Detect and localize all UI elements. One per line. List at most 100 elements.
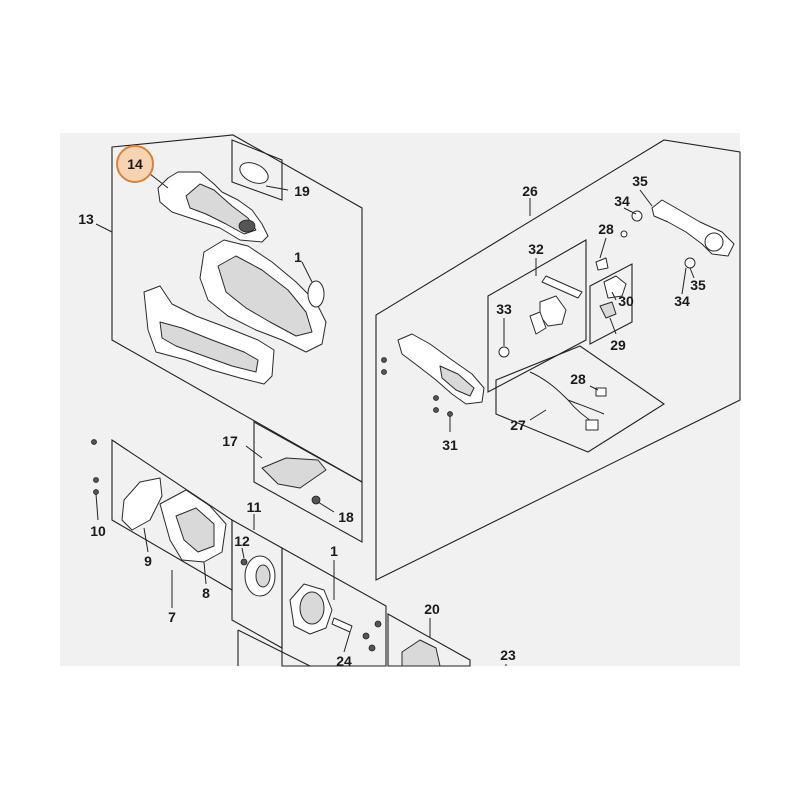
frame-19 [231,139,283,201]
part-1-housing-ribs [217,255,313,337]
frame-bottom-mid [237,629,311,667]
callout-27[interactable]: 27 [510,417,526,433]
part-27-wire-branch [567,399,605,415]
part-34-screw-bottom [684,257,696,269]
part-14-inner [185,183,257,235]
leader-lines [95,173,695,666]
callout-34-bottom[interactable]: 34 [674,293,690,309]
part-31-screw-3 [433,395,439,401]
part-28-clip-bottom [595,387,607,397]
callout-31[interactable]: 31 [442,437,458,453]
callout-1-motor[interactable]: 1 [330,543,338,559]
frame-20 [387,613,471,667]
leader-28b [589,385,599,391]
callout-labels: 14 19 13 1 26 35 34 28 35 34 32 33 30 29… [78,145,706,669]
part-31-screw-4 [433,407,439,413]
part-31-screw-5 [447,411,453,417]
group-13-housing [111,134,363,483]
leader-34a [623,207,637,215]
part-24-screw-2 [368,644,376,652]
part-10-screw-1 [91,439,97,445]
callout-11[interactable]: 11 [247,499,262,515]
part-13-shell-panel [159,321,259,373]
frame-27 [495,345,665,453]
part-31-screw-2 [381,369,387,375]
part-8-duct-inner [175,507,215,553]
leader-27 [529,409,547,421]
part-17-cover [261,457,327,489]
leader-35a [639,189,653,207]
part-30-cap [603,275,627,299]
part-31-grip [439,365,475,397]
part-1-oring [307,280,325,308]
part-1-motor-face [299,591,325,625]
frame-13 [111,134,363,483]
part-31-screw-1 [381,357,387,363]
callout-29[interactable]: 29 [610,337,626,353]
callout-34-top[interactable]: 34 [614,193,630,209]
leader-29 [609,317,617,335]
callout-14[interactable]: 14 [127,156,143,172]
part-20-bracket [401,639,441,667]
callout-13[interactable]: 13 [78,211,94,227]
part-10-screw-3 [93,489,99,495]
frame-26 [375,139,741,581]
part-10-screw-2 [93,477,99,483]
frame-30 [589,263,633,345]
callout-28-bottom[interactable]: 28 [570,371,586,387]
leader-34b [681,267,687,295]
part-14-knob [238,219,256,233]
leader-9 [143,527,149,553]
part-11-fan-hub [255,564,271,588]
callout-9[interactable]: 9 [144,553,152,569]
part-24-screw-1 [362,632,370,640]
part-19-cap [239,162,269,184]
part-33-spring [498,346,510,358]
callout-17[interactable]: 17 [222,433,238,449]
leader-35b [689,267,695,279]
frame-17 [253,421,363,543]
diagram-background [60,133,740,666]
callout-35-top[interactable]: 35 [632,173,648,189]
callout-35-bottom[interactable]: 35 [690,277,706,293]
callout-32[interactable]: 32 [528,241,544,257]
callout-26[interactable]: 26 [522,183,538,199]
part-9-fan-plate [121,477,163,531]
frame-1-motor [281,547,387,667]
part-33-lever [529,311,547,335]
callout-28-top[interactable]: 28 [598,221,614,237]
leader-1a [301,261,313,283]
callout-19[interactable]: 19 [294,183,310,199]
callout-12[interactable]: 12 [234,533,250,549]
leader-18 [317,501,335,513]
frame-32 [487,239,587,393]
callout-18[interactable]: 18 [338,509,354,525]
leader-28a [599,237,607,259]
part-29-switch [599,301,617,319]
part-28-clip-top [595,257,609,271]
callout-33[interactable]: 33 [496,301,512,317]
callout-24[interactable]: 24 [336,653,352,669]
leader-14 [149,173,169,189]
callout-20[interactable]: 20 [424,601,440,617]
highlight-ring-14[interactable] [116,145,154,183]
callout-1-top[interactable]: 1 [294,249,302,265]
part-28-screw-top [620,230,628,238]
part-12-nut [240,558,248,566]
part-27-connector [585,419,599,431]
callout-7[interactable]: 7 [168,609,176,625]
part-32-switch-plate [541,275,583,299]
leader-8 [203,561,207,585]
leader-19 [265,185,289,191]
leader-10 [95,493,99,521]
leader-13 [95,223,113,233]
leader-30 [611,291,617,301]
callout-8[interactable]: 8 [202,585,210,601]
callout-23[interactable]: 23 [500,647,516,663]
leader-17 [245,445,263,459]
part-24-screw-3 [374,620,382,628]
callout-30[interactable]: 30 [618,293,634,309]
callout-10[interactable]: 10 [90,523,106,539]
part-35-knob [704,232,724,252]
leader-24 [343,631,351,653]
